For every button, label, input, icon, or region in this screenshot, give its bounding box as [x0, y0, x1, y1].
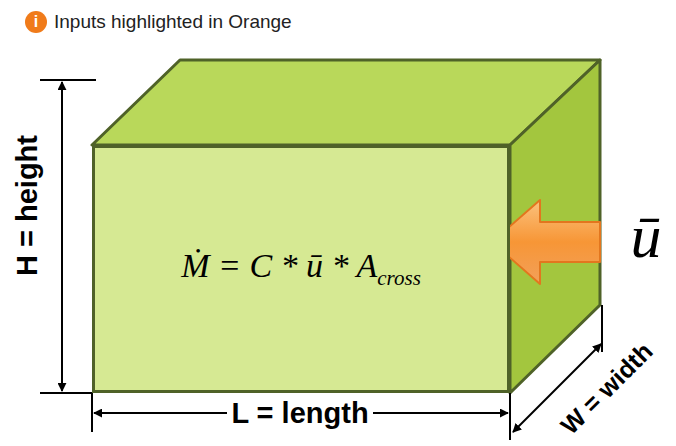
info-letter: i — [34, 13, 38, 31]
dimension-label: H = height — [11, 131, 44, 280]
dimension-tick — [91, 393, 93, 432]
dimension-label: L = length — [227, 397, 372, 430]
note-text: Inputs highlighted in Orange — [54, 11, 292, 33]
cuboid-front-face: Ṁ = C * ū * Across — [92, 145, 510, 393]
flow-formula: Ṁ = C * ū * A — [181, 247, 377, 284]
dimension-tick — [509, 393, 511, 440]
formula-subscript: cross — [377, 266, 421, 290]
info-icon — [25, 11, 47, 33]
dimension-line — [61, 82, 63, 391]
velocity-symbol: ū — [631, 201, 662, 272]
dimension-tick — [40, 392, 92, 394]
formula: Ṁ = C * ū * Across — [181, 247, 421, 290]
dimension-label: W = width — [552, 333, 661, 442]
dimension-tick — [40, 79, 96, 81]
